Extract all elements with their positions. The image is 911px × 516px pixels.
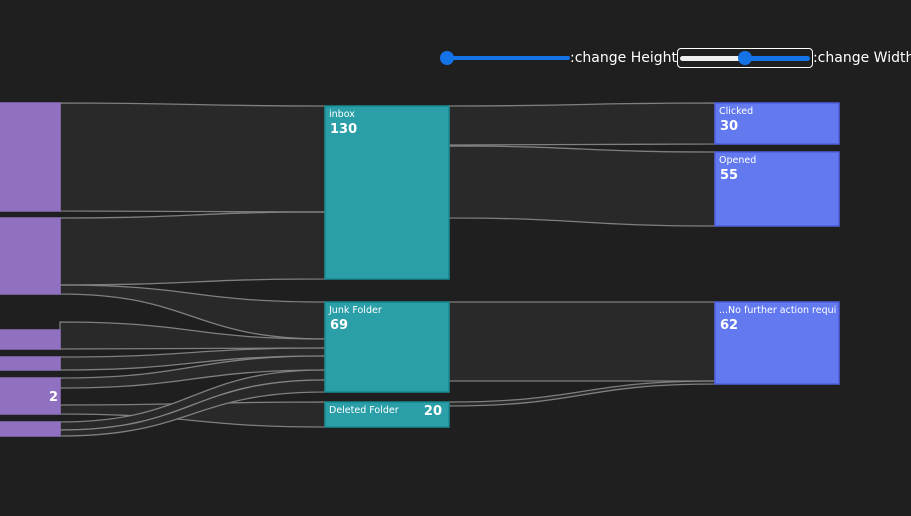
width-slider-track (744, 56, 810, 61)
height-slider-thumb[interactable] (440, 51, 454, 65)
height-slider[interactable] (440, 47, 570, 69)
height-slider-track (446, 56, 570, 60)
sankey-link-s1-inbox (59, 102, 326, 213)
sankey-node-label-opened: Opened (719, 155, 756, 166)
sankey-node-s4 (0, 356, 61, 371)
sankey-node-label-junk: Junk Folder (328, 305, 382, 316)
width-slider-thumb[interactable] (737, 51, 752, 65)
sankey-node-junk (324, 301, 450, 393)
sankey-node-value-clicked: 30 (720, 119, 738, 134)
sankey-node-value-noaction: 62 (720, 318, 738, 333)
sankey-node-value-s5: 2 (49, 390, 58, 405)
sankey-node-deleted (324, 401, 450, 428)
sankey-node-s1 (0, 102, 61, 212)
sankey-node-label-inbox: inbox (329, 109, 355, 120)
chart-controls: :change Height :change Width (440, 46, 911, 70)
sankey-node-s2 (0, 217, 61, 295)
sankey-link-junk-noaction (448, 301, 716, 382)
sankey-node-label-deleted: Deleted Folder (329, 405, 399, 416)
sankey-node-noaction (714, 301, 840, 385)
sankey-node-inbox (324, 105, 450, 280)
sankey-node-value-deleted: 20 (424, 404, 442, 419)
sankey-node-label-noaction: ...No further action requi (719, 305, 836, 316)
sankey-link-s2-inbox (59, 211, 326, 286)
sankey-node-value-inbox: 130 (330, 122, 357, 137)
sankey-node-s3 (0, 329, 61, 350)
sankey-node-s5 (0, 377, 61, 415)
sankey-node-label-clicked: Clicked (719, 106, 753, 117)
width-slider[interactable] (676, 48, 813, 68)
sankey-link-inbox-opened (448, 145, 716, 227)
width-slider-track-filled (679, 56, 745, 61)
sankey-links (59, 102, 716, 437)
sankey-link-inbox-clicked (448, 102, 716, 146)
sankey-link-deleted-noaction (448, 380, 716, 407)
sankey-node-value-opened: 55 (720, 168, 738, 183)
sankey-node-s6 (0, 421, 61, 437)
sankey-node-value-junk: 69 (330, 318, 348, 333)
height-slider-label: :change Height (570, 50, 677, 66)
sankey-node-opened (714, 151, 840, 227)
width-slider-label: :change Width (812, 50, 911, 66)
sankey-node-clicked (714, 102, 840, 145)
